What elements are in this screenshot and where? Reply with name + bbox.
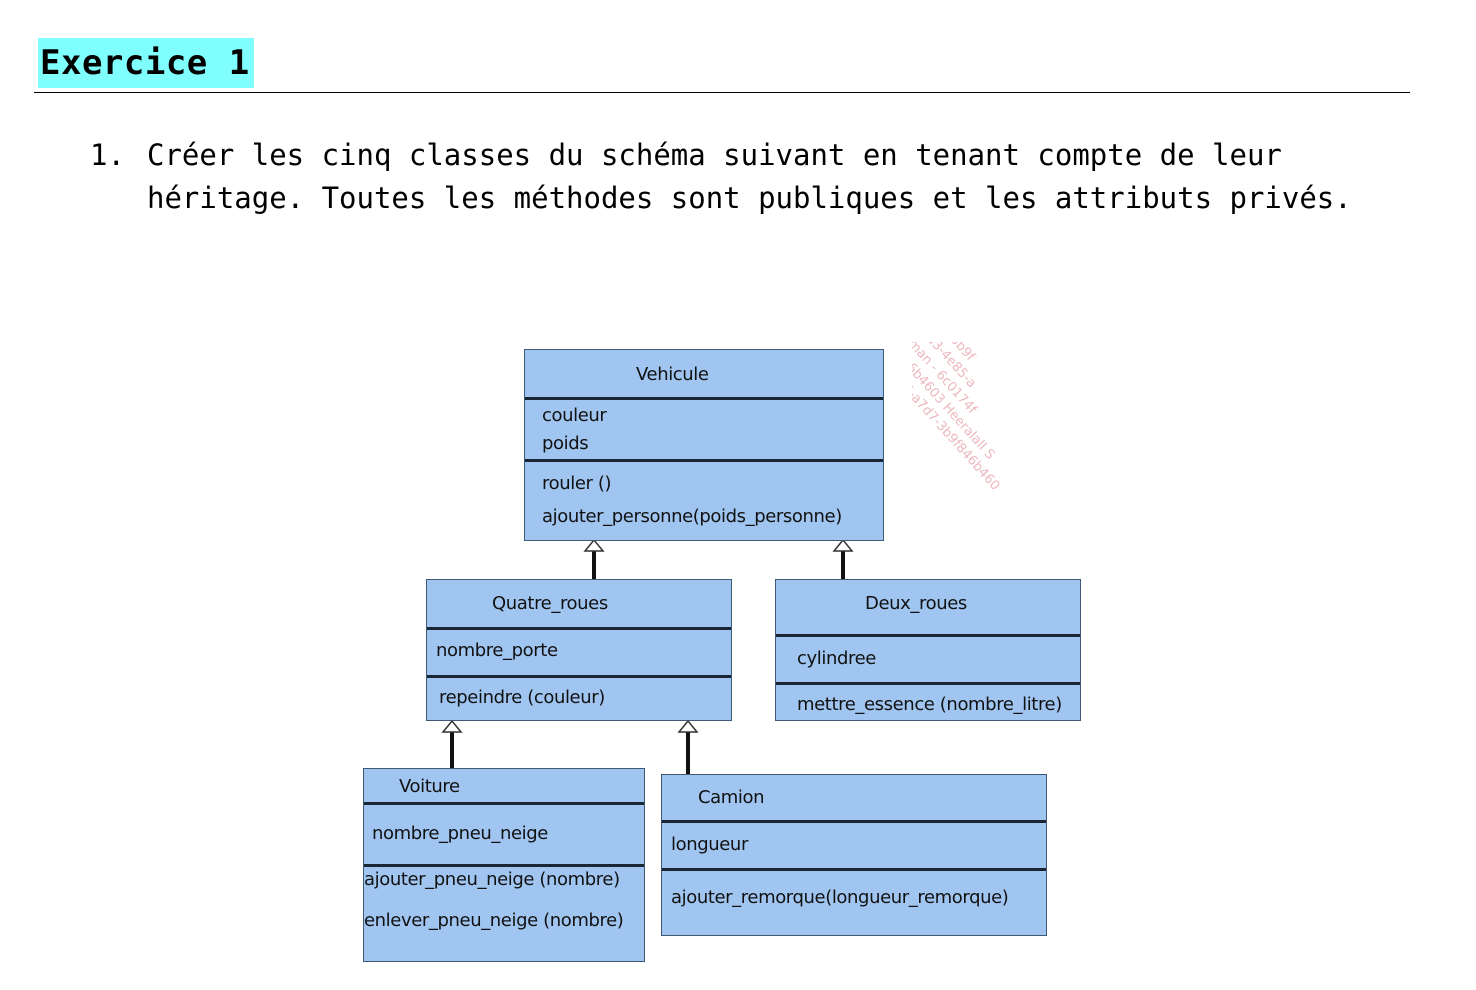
attribute: cylindree [797, 648, 876, 669]
class-name-section: Vehicule [525, 350, 883, 400]
method: enlever_pneu_neige (nombre) [364, 910, 624, 931]
watermark-text: ' d7 -3b9f 34d3-4e85-a aman - 6c0174f 78… [912, 342, 1084, 512]
attribute: nombre_porte [436, 640, 558, 661]
inheritance-arrow-voiture-quatre-roues [441, 719, 463, 768]
method: repeindre (couleur) [439, 687, 605, 708]
question-text: Créer les cinq classes du schéma suivant… [147, 138, 1352, 215]
class-box-vehicule: Vehicule couleur poids rouler () ajouter… [524, 349, 884, 541]
class-name-section: Voiture [364, 769, 644, 805]
question-item: 1. Créer les cinq classes du schéma suiv… [90, 134, 1370, 220]
inheritance-arrow-camion-quatre-roues [677, 719, 699, 774]
method: ajouter_pneu_neige (nombre) [364, 869, 620, 890]
class-box-quatre-roues: Quatre_roues nombre_porte repeindre (cou… [426, 579, 732, 721]
class-box-camion: Camion longueur ajouter_remorque(longueu… [661, 774, 1047, 936]
method: rouler () [542, 473, 612, 494]
watermark: ' d7 -3b9f 34d3-4e85-a aman - 6c0174f 78… [912, 342, 1084, 512]
class-name: Deux_roues [865, 593, 967, 614]
exercise-title: Exercice 1 [38, 38, 254, 88]
class-name: Camion [698, 787, 765, 808]
method: mettre_essence (nombre_litre) [797, 694, 1062, 715]
class-name-section: Deux_roues [776, 580, 1080, 637]
exercise-header: Exercice 1 [34, 38, 1410, 93]
method: ajouter_remorque(longueur_remorque) [671, 887, 1009, 908]
attributes-section: cylindree [776, 637, 1080, 685]
inheritance-arrow-quatre-roues-vehicule [583, 538, 605, 580]
method: ajouter_personne(poids_personne) [542, 506, 842, 527]
question-number: 1. [90, 138, 125, 172]
attribute: nombre_pneu_neige [372, 823, 548, 844]
attribute: longueur [671, 834, 748, 855]
class-name: Vehicule [636, 364, 709, 385]
class-name: Voiture [399, 776, 460, 797]
class-box-deux-roues: Deux_roues cylindree mettre_essence (nom… [775, 579, 1081, 721]
inheritance-arrow-deux-roues-vehicule [832, 538, 854, 580]
class-name-section: Camion [662, 775, 1046, 823]
attributes-section: couleur poids [525, 400, 883, 462]
class-name-section: Quatre_roues [427, 580, 731, 630]
attributes-section: nombre_pneu_neige [364, 805, 644, 867]
class-name: Quatre_roues [492, 593, 608, 614]
attributes-section: nombre_porte [427, 630, 731, 678]
attribute: couleur [542, 405, 607, 426]
attribute: poids [542, 433, 589, 454]
attributes-section: longueur [662, 823, 1046, 871]
class-box-voiture: Voiture nombre_pneu_neige ajouter_pneu_n… [363, 768, 645, 962]
